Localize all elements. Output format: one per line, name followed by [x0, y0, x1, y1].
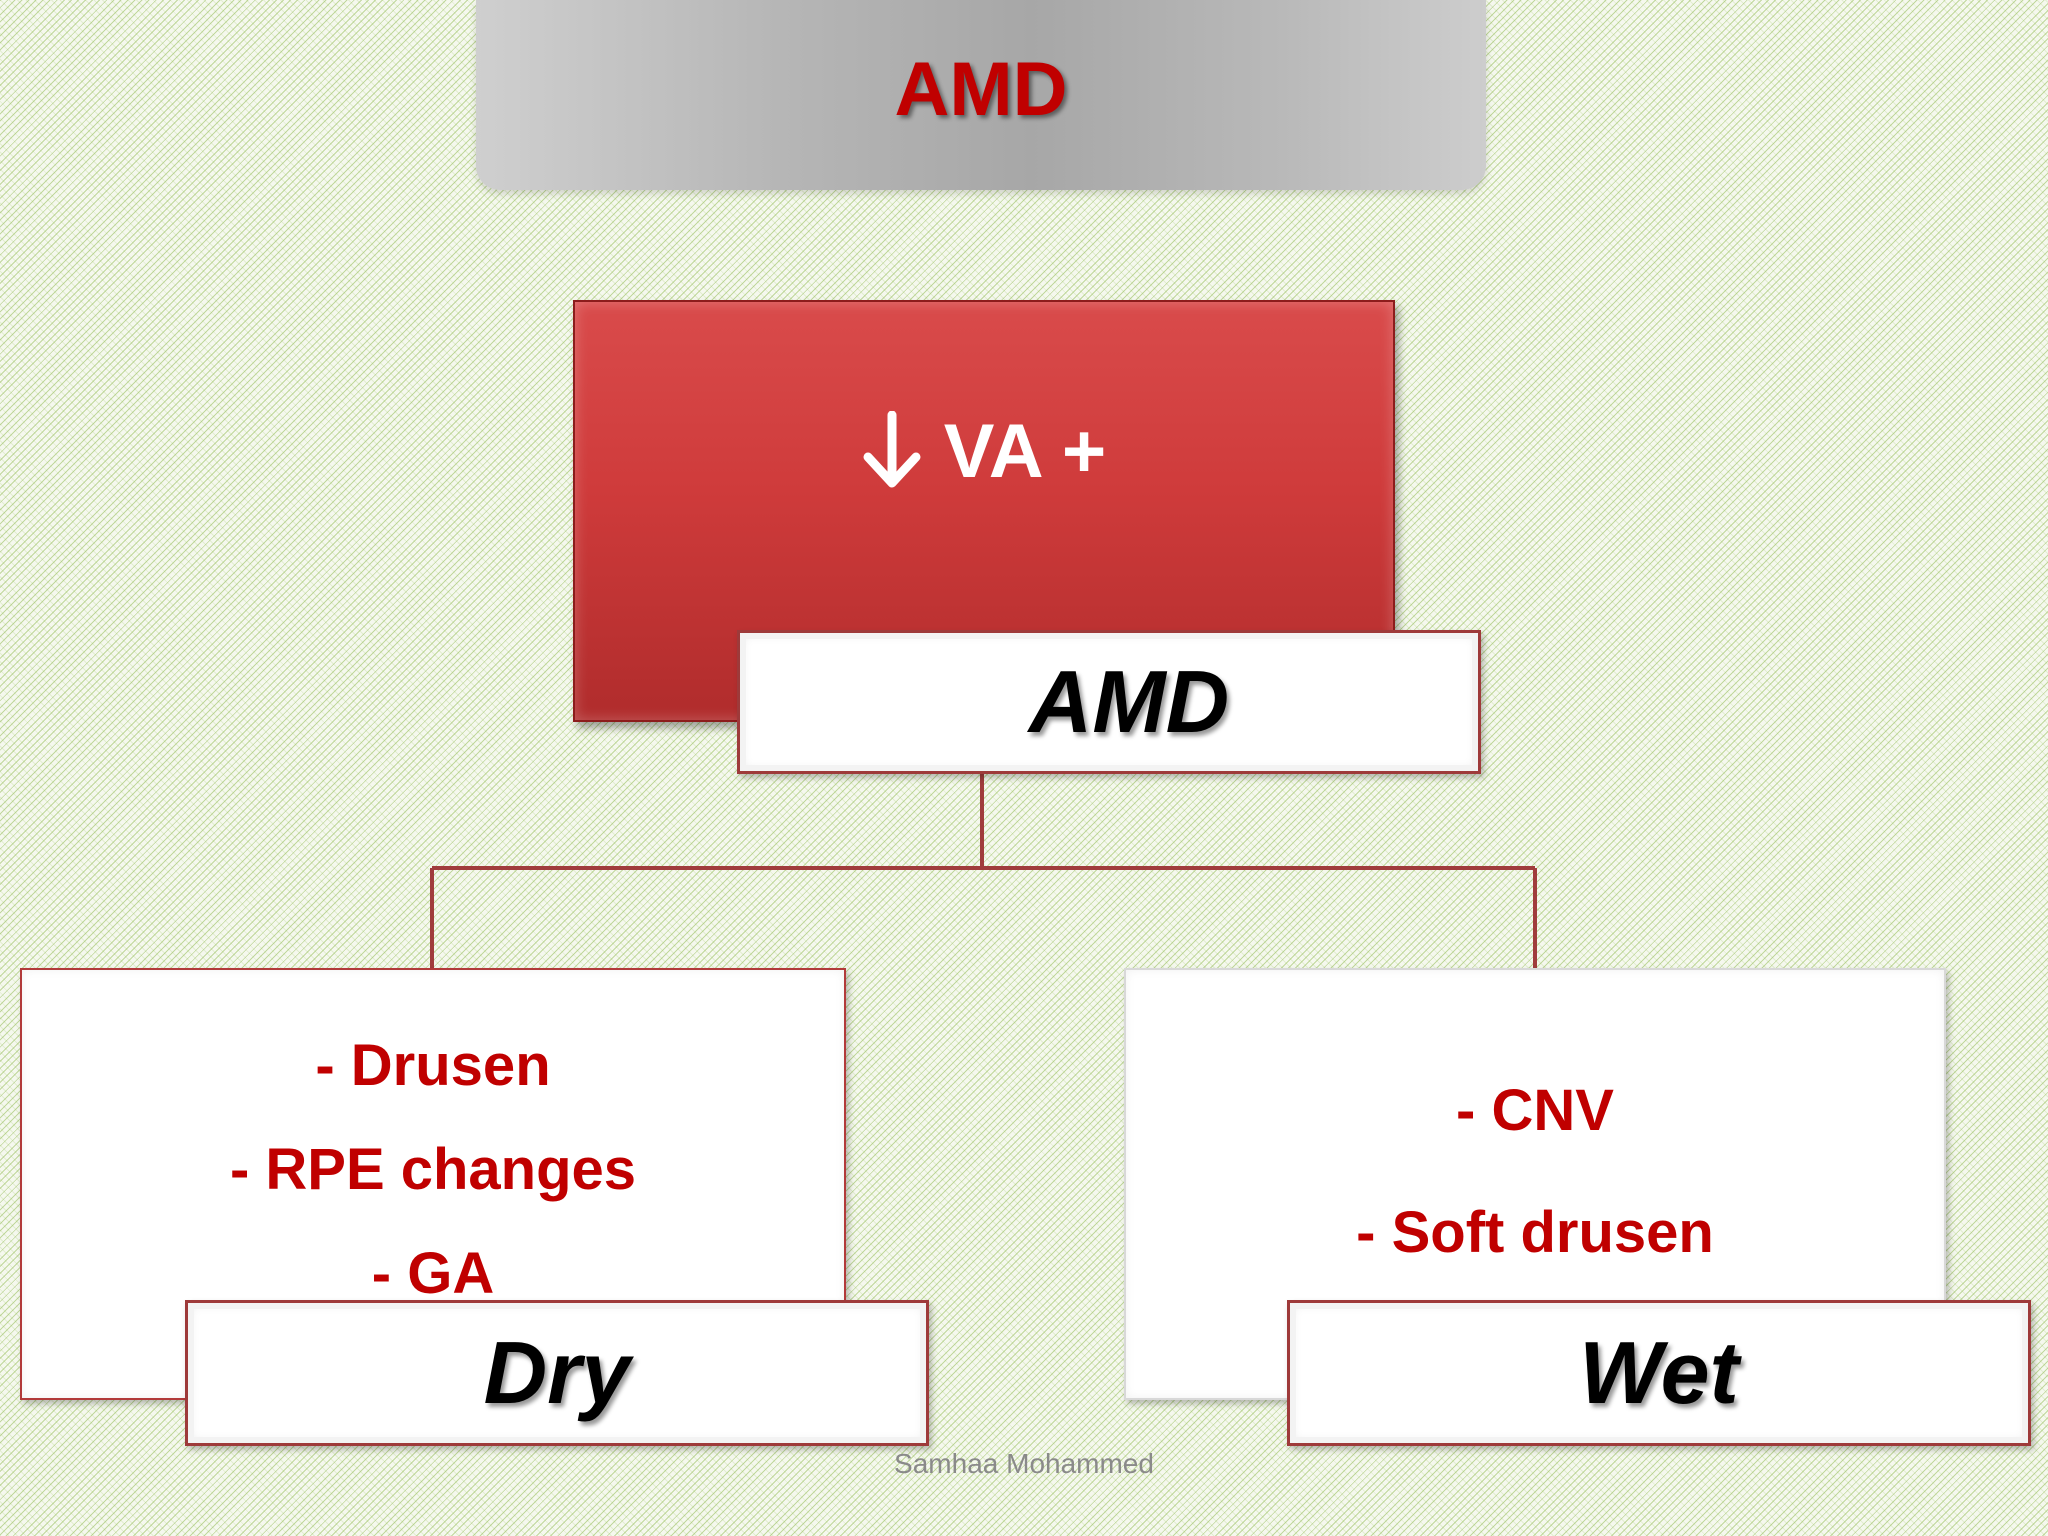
root-label-text: AMD: [1028, 652, 1230, 751]
arrow-down-icon: [863, 411, 921, 488]
root-symptom-text: VA +: [943, 408, 1107, 494]
wet-item-list: - CNV - Soft drusen: [1126, 1050, 1944, 1294]
wet-item: - CNV: [1456, 1078, 1614, 1143]
dry-label-text: Dry: [483, 1323, 631, 1422]
slide-title-bar: AMD: [476, 0, 1486, 190]
root-label: AMD: [737, 630, 1481, 774]
dry-item: - GA: [371, 1241, 495, 1306]
wet-label-text: Wet: [1579, 1323, 1739, 1422]
wet-label: Wet: [1287, 1300, 2031, 1446]
dry-item: - RPE changes: [229, 1137, 637, 1202]
dry-label: Dry: [185, 1300, 929, 1446]
slide-title: AMD: [894, 46, 1068, 132]
dry-item-list: - Drusen - RPE changes - GA: [22, 1014, 844, 1326]
wet-item: - Soft drusen: [1356, 1200, 1714, 1265]
dry-item: - Drusen: [315, 1033, 551, 1098]
footer-credit: Samhaa Mohammed: [894, 1448, 1154, 1479]
